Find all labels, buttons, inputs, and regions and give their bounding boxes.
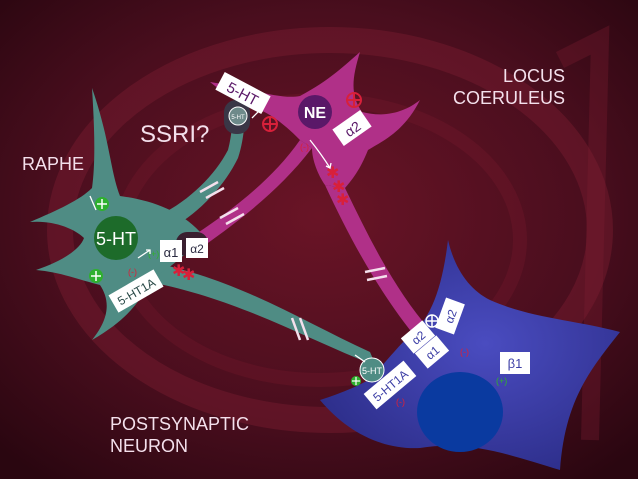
sign-plus-raphe: (+): [148, 249, 159, 259]
raphe-axon-to-postsynaptic: [150, 262, 376, 366]
svg-text:✱: ✱: [332, 179, 345, 196]
raphe-neuron-body: [30, 88, 200, 340]
postsynaptic-neuron-body: [320, 240, 620, 470]
post-label-line2: NEURON: [110, 436, 188, 456]
receptor-raphe-alpha2: α2: [186, 238, 208, 258]
sign-minus-raphe: (-): [128, 267, 137, 277]
sign-minus-post: (-): [460, 347, 469, 357]
sign-minus-locus: (-): [300, 142, 309, 152]
locus-axon-to-raphe: [196, 140, 312, 245]
svg-text:✱: ✱: [172, 263, 185, 280]
post-label-line1: POSTSYNAPTIC: [110, 414, 249, 434]
locus-axon-to-postsynaptic: [325, 185, 430, 340]
locus-receptor-plus-icon: [262, 116, 278, 132]
raphe-label: RAPHE: [22, 154, 84, 174]
postsynaptic-nucleus: [417, 372, 503, 452]
top-5ht-small-circle: [228, 106, 248, 126]
ne-circle: [298, 95, 332, 129]
receptor-post-alpha2-b-label: α2: [442, 307, 460, 325]
locus-label-line2: COERULEUS: [453, 88, 565, 108]
receptor-raphe-alpha1: α1: [160, 240, 182, 262]
sign-minus-post-2: (-): [396, 397, 405, 407]
ssri-label: SSRI?: [140, 121, 209, 148]
locus-label-line1: LOCUS: [503, 66, 565, 86]
svg-text:✱: ✱: [326, 165, 339, 182]
post-green-plus-icon: [351, 376, 361, 386]
post-5ht-small-label: 5-HT: [362, 366, 383, 376]
locus-autoreceptor-plus-icon: [346, 92, 362, 108]
sign-plus-post: (+): [496, 376, 507, 386]
post-receptor-plus-icon: [425, 314, 439, 328]
raphe-green-plus-icon-bottom: [89, 269, 103, 283]
svg-text:✱: ✱: [182, 267, 195, 284]
receptor-post-beta1: β1: [500, 352, 530, 374]
red-marks: ✱ ✱ ✱ ✱ ✱: [172, 165, 349, 284]
post-5ht-small-circle: [359, 357, 385, 383]
receptor-top-alpha2-label: α2: [341, 118, 363, 140]
ne-label: NE: [304, 105, 327, 122]
receptor-post-alpha2: α2: [400, 320, 436, 354]
receptor-post-alpha2-b: α2: [435, 297, 465, 335]
receptor-post-beta1-label: β1: [508, 356, 523, 371]
svg-text:✱: ✱: [336, 192, 349, 209]
receptor-post-alpha1: α1: [414, 335, 450, 369]
receptor-top-alpha2: α2: [332, 110, 372, 146]
axon-break-marks: [199, 180, 388, 341]
raphe-green-plus-icon-top: [95, 197, 109, 211]
receptor-raphe-alpha2-label: α2: [190, 242, 204, 256]
flow-arrows: [89, 107, 366, 363]
raphe-5ht-circle: [94, 216, 138, 260]
raphe-5ht-label: 5-HT: [96, 229, 136, 249]
top-5ht-small-label: 5-HT: [231, 115, 245, 121]
receptor-raphe-alpha1-label: α1: [164, 245, 179, 260]
